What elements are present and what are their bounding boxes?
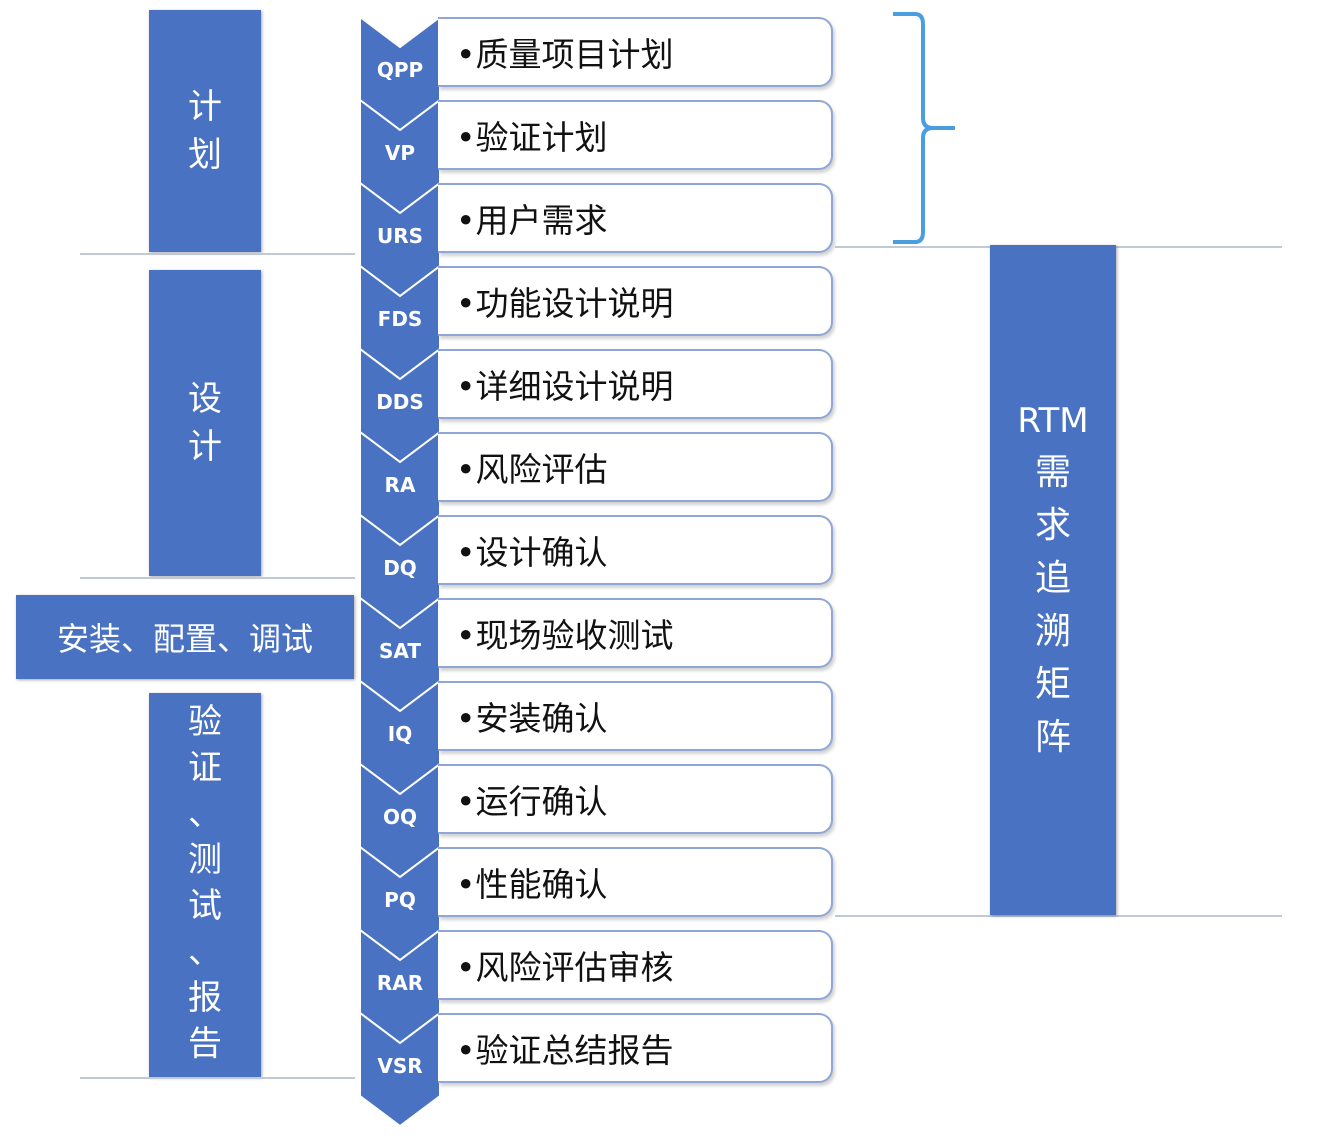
phase-verify-char: 证 (188, 748, 222, 788)
phase-verify-char: 、 (188, 794, 222, 834)
step-item: •性能确认 (438, 847, 833, 917)
divider-line (80, 577, 355, 579)
step-label: •风险评估审核 (456, 948, 674, 987)
phase-install-label: 安装、配置、调试 (56, 620, 313, 658)
phase-plan-char: 划 (188, 135, 222, 175)
rtm-char: 阵 (1034, 717, 1071, 758)
phase-design-bar: 设 计 (149, 270, 261, 576)
phase-plan-bar: 计 划 (149, 10, 261, 252)
step-item: •质量项目计划 (438, 17, 833, 87)
rtm-char: 矩 (1034, 664, 1071, 705)
step-code: SAT (379, 639, 421, 663)
step-code: VSR (377, 1054, 423, 1078)
rtm-title: RTM (1017, 401, 1089, 441)
step-label: •风险评估 (456, 450, 608, 489)
step-item: •风险评估 (438, 432, 833, 502)
step-label: •现场验收测试 (456, 616, 674, 655)
step-code: FDS (377, 307, 423, 331)
step-label: •性能确认 (456, 865, 608, 904)
step-item: •详细设计说明 (438, 349, 833, 419)
step-code: VP (384, 141, 416, 165)
step-item: •验证计划 (438, 100, 833, 170)
step-label: •用户需求 (456, 201, 608, 240)
phase-verify-char: 试 (188, 886, 222, 926)
step-item: •安装确认 (438, 681, 833, 751)
phase-verify-char: 测 (188, 840, 222, 880)
step-label: •运行确认 (456, 782, 608, 821)
step-code: IQ (387, 722, 413, 746)
divider-line (80, 253, 355, 255)
step-item: •现场验收测试 (438, 598, 833, 668)
phase-install-bar: 安装、配置、调试 (16, 595, 354, 679)
step-label: •详细设计说明 (456, 367, 674, 406)
step-code: RAR (376, 971, 424, 995)
step-code: DQ (383, 556, 417, 580)
step-code: QPP (376, 58, 424, 82)
step-label: •验证计划 (456, 118, 608, 157)
step-label: •功能设计说明 (456, 284, 674, 323)
step-label: •质量项目计划 (456, 35, 674, 74)
brace-icon (893, 12, 955, 244)
rtm-char: 追 (1034, 558, 1071, 599)
step-item: •验证总结报告 (438, 1013, 833, 1083)
step-code: PQ (384, 888, 416, 912)
chevron-shape (359, 1011, 441, 1128)
phase-verify-char: 、 (188, 932, 222, 972)
rtm-char: 溯 (1034, 611, 1071, 652)
step-item: •设计确认 (438, 515, 833, 585)
phase-verify-char: 告 (188, 1024, 222, 1064)
step-code: RA (384, 473, 416, 497)
phase-design-char: 设 (188, 379, 222, 419)
phase-verify-char: 验 (188, 702, 222, 742)
rtm-char: 需 (1034, 452, 1071, 493)
step-item: •风险评估审核 (438, 930, 833, 1000)
step-code: URS (376, 224, 424, 248)
rtm-bar: RTM 需 求 追 溯 矩 阵 (990, 245, 1116, 915)
step-code: OQ (382, 805, 417, 829)
step-item: •运行确认 (438, 764, 833, 834)
divider-line (835, 915, 1282, 917)
step-label: •安装确认 (456, 699, 608, 738)
step-code: DDS (376, 390, 424, 414)
step-label: •设计确认 (456, 533, 608, 572)
phase-verify-bar: 验 证 、 测 试 、 报 告 (149, 693, 261, 1077)
divider-line (80, 1077, 355, 1079)
phase-design-char: 计 (188, 427, 222, 467)
step-label: •验证总结报告 (456, 1031, 674, 1070)
phase-verify-char: 报 (188, 978, 222, 1018)
rtm-char: 求 (1034, 505, 1071, 546)
phase-plan-char: 计 (188, 87, 222, 127)
step-item: •用户需求 (438, 183, 833, 253)
step-item: •功能设计说明 (438, 266, 833, 336)
